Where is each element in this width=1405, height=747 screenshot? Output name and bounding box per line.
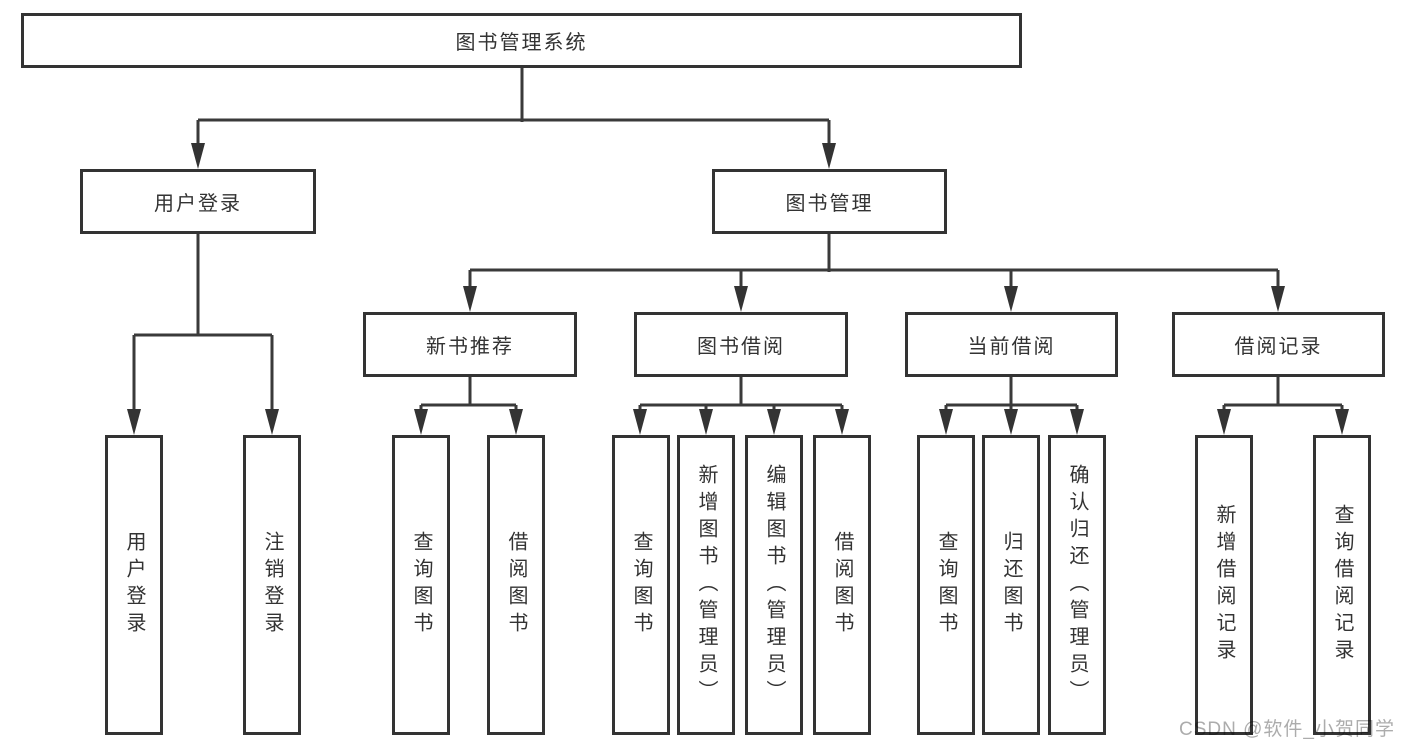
arrowheads — [127, 143, 1349, 435]
node-current-borrowing: 当前借阅 — [905, 312, 1118, 377]
node-borrowing-records: 借阅记录 — [1172, 312, 1385, 377]
node-leaf-bb-borrow-books: 借阅图书 — [813, 435, 871, 735]
node-book-management-label: 图书管理 — [785, 193, 874, 215]
node-leaf-nbr-query-books: 查询图书 — [392, 435, 450, 735]
node-root-system: 图书管理系统 — [21, 13, 1022, 68]
node-leaf-nbr-borrow-books-label: 借阅图书 — [505, 531, 527, 639]
node-leaf-cb-query-books: 查询图书 — [917, 435, 975, 735]
node-new-book-recommendation-label: 新书推荐 — [426, 336, 514, 358]
node-leaf-cb-query-books-label: 查询图书 — [935, 531, 957, 639]
node-leaf-logout: 注销登录 — [243, 435, 301, 735]
node-leaf-bb-add-books-admin-label: 新增图书（管理员） — [695, 463, 717, 707]
node-borrowing-records-label: 借阅记录 — [1234, 336, 1323, 358]
node-user-login: 用户登录 — [80, 169, 316, 234]
node-root-system-label: 图书管理系统 — [455, 32, 588, 54]
node-leaf-br-add-record-label: 新增借阅记录 — [1213, 504, 1235, 666]
node-book-management: 图书管理 — [712, 169, 947, 234]
node-leaf-bb-borrow-books-label: 借阅图书 — [831, 531, 853, 639]
node-leaf-user-login-label: 用户登录 — [123, 531, 145, 639]
node-leaf-br-query-record: 查询借阅记录 — [1313, 435, 1371, 735]
node-leaf-user-login: 用户登录 — [105, 435, 163, 735]
node-book-borrowing-label: 图书借阅 — [697, 336, 785, 358]
node-user-login-label: 用户登录 — [154, 193, 242, 215]
node-leaf-bb-edit-books-admin-label: 编辑图书（管理员） — [763, 463, 785, 707]
node-leaf-br-query-record-label: 查询借阅记录 — [1331, 504, 1353, 666]
csdn-watermark: CSDN @软件_小贺同学 — [1179, 719, 1395, 740]
node-leaf-nbr-borrow-books: 借阅图书 — [487, 435, 545, 735]
node-book-borrowing: 图书借阅 — [634, 312, 848, 377]
node-leaf-cb-return-books: 归还图书 — [982, 435, 1040, 735]
node-leaf-bb-query-books-label: 查询图书 — [630, 531, 652, 639]
node-leaf-nbr-query-books-label: 查询图书 — [410, 531, 432, 639]
node-leaf-bb-add-books-admin: 新增图书（管理员） — [677, 435, 735, 735]
node-new-book-recommendation: 新书推荐 — [363, 312, 577, 377]
node-leaf-br-add-record: 新增借阅记录 — [1195, 435, 1253, 735]
node-leaf-cb-return-books-label: 归还图书 — [1000, 531, 1022, 639]
node-current-borrowing-label: 当前借阅 — [967, 336, 1056, 358]
node-leaf-bb-edit-books-admin: 编辑图书（管理员） — [745, 435, 803, 735]
node-leaf-bb-query-books: 查询图书 — [612, 435, 670, 735]
node-leaf-logout-label: 注销登录 — [261, 531, 283, 639]
node-leaf-cb-confirm-return-admin: 确认归还（管理员） — [1048, 435, 1106, 735]
node-leaf-cb-confirm-return-admin-label: 确认归还（管理员） — [1066, 463, 1088, 707]
